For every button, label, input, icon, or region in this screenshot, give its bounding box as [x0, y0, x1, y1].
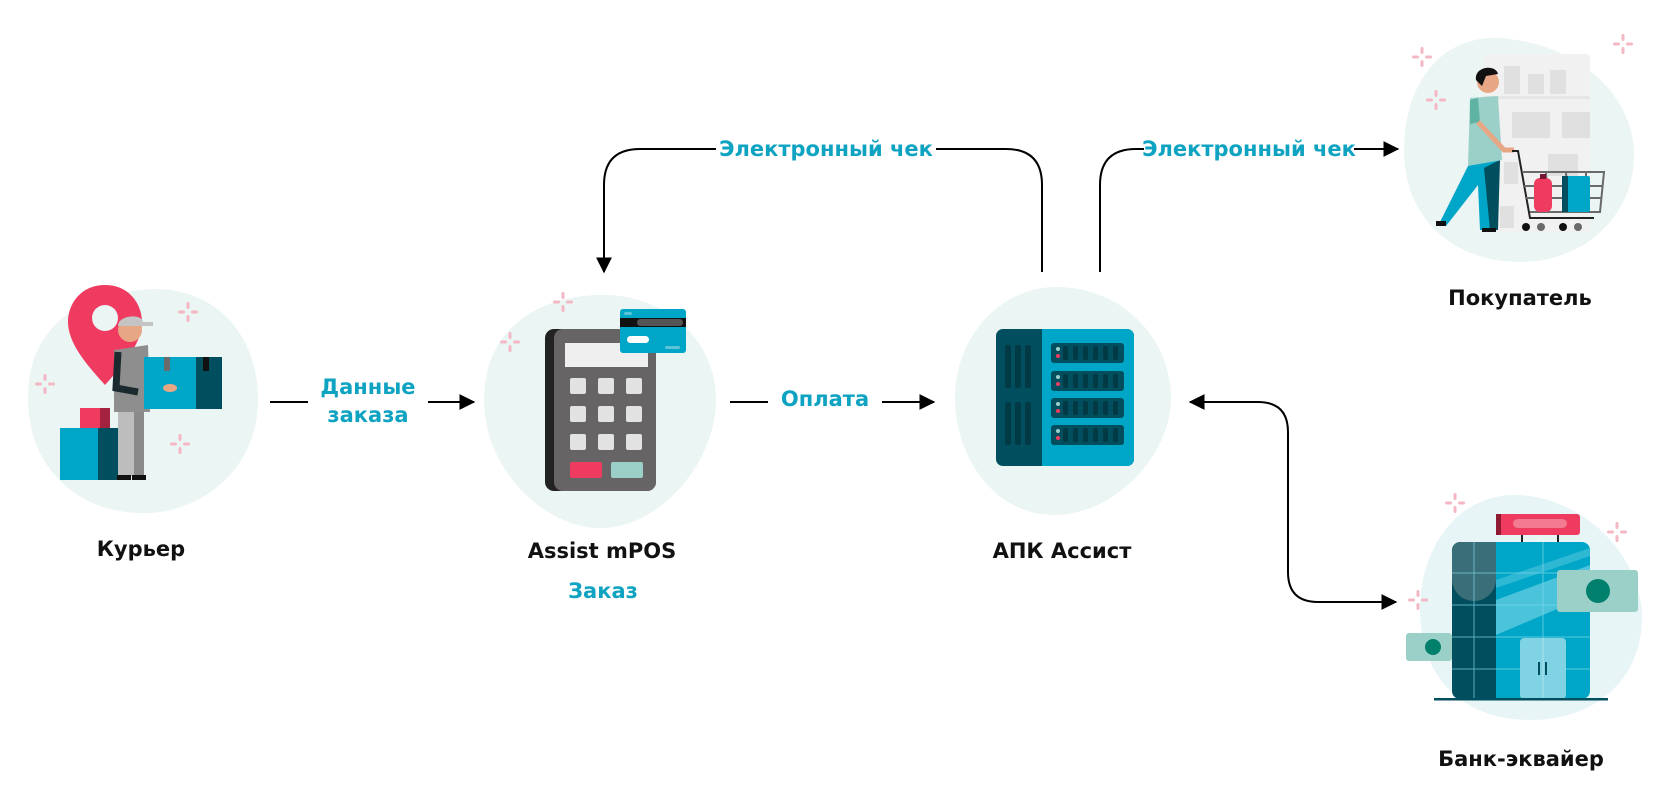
node-courier: Курьер: [28, 285, 258, 561]
payment-terminal-icon: [545, 309, 686, 491]
shopper-with-cart-icon: [1436, 54, 1606, 232]
courier-with-boxes-icon: [60, 285, 222, 480]
sparkle-icon: [1607, 522, 1627, 542]
edge-label-order-data-line2: заказа: [327, 403, 408, 427]
banknote-icon: [1406, 633, 1452, 661]
node-label-buyer: Покупатель: [1448, 286, 1592, 310]
node-label-apk: АПК Ассист: [993, 539, 1133, 563]
edge-label-payment: Оплата: [781, 387, 869, 411]
node-label-bank: Банк-эквайер: [1438, 747, 1604, 771]
node-label-courier: Курьер: [97, 537, 185, 561]
node-sublabel-order: Заказ: [568, 579, 638, 603]
sparkle-icon: [1613, 34, 1633, 54]
connector-receipt-to-mpos: [596, 148, 1043, 274]
edge-label-receipt-to-buyer: Электронный чек: [1142, 137, 1356, 161]
node-buyer: Покупатель: [1404, 34, 1634, 310]
node-mpos: Assist mPOS Заказ: [484, 292, 716, 603]
node-bank: Банк-эквайер: [1406, 493, 1642, 771]
edge-label-order-data-line1: Данные: [320, 375, 415, 399]
edge-label-receipt-to-mpos: Электронный чек: [719, 137, 933, 161]
connector-receipt-to-buyer: [1099, 141, 1400, 272]
sparkle-icon: [1412, 47, 1432, 67]
sparkle-icon: [1445, 493, 1465, 513]
bank-building-icon: [1406, 514, 1638, 701]
server-rack-icon: [996, 329, 1134, 466]
node-apk: АПК Ассист: [955, 286, 1171, 563]
banknote-icon: [1557, 570, 1638, 612]
connector-apk-bank-bidirectional: [1188, 394, 1398, 610]
credit-card-icon: [620, 309, 686, 353]
node-label-mpos: Assist mPOS: [528, 539, 677, 563]
